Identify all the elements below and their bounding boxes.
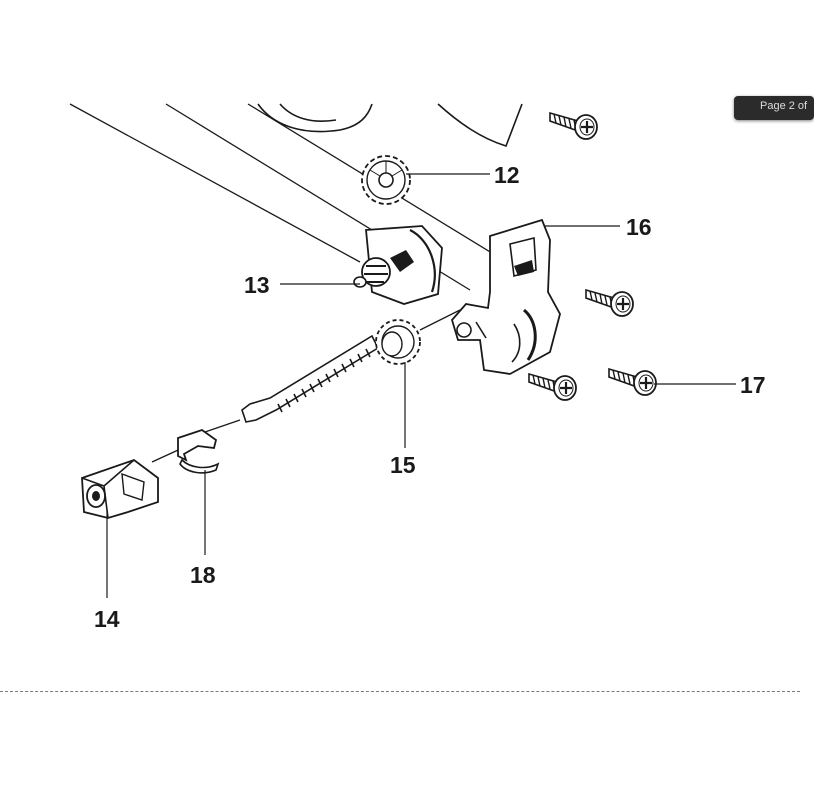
- callout-18: 18: [190, 562, 216, 588]
- callout-15: 15: [390, 452, 416, 478]
- page-indicator-text: Page 2 of: [760, 100, 808, 112]
- screw-17a: [584, 288, 635, 318]
- screw-lower: [527, 372, 578, 402]
- callout-17: 17: [740, 372, 766, 398]
- background-part-outline: [257, 103, 523, 147]
- callout-14: 14: [94, 606, 120, 632]
- dashed-divider: [0, 691, 800, 692]
- gear-12: [361, 155, 411, 205]
- gear-13: [353, 225, 443, 305]
- page-indicator-badge: Page 2 of: [734, 96, 814, 120]
- housing-16: [450, 218, 561, 375]
- screw-17b: [607, 367, 658, 397]
- callout-12: 12: [494, 162, 520, 188]
- callout-leaders: [106, 173, 736, 598]
- screw-top: [548, 111, 599, 141]
- shaft-15: [241, 319, 421, 423]
- clip-18: [177, 429, 220, 474]
- callout-16: 16: [626, 214, 652, 240]
- block-14: [81, 458, 159, 519]
- callout-13: 13: [244, 272, 270, 298]
